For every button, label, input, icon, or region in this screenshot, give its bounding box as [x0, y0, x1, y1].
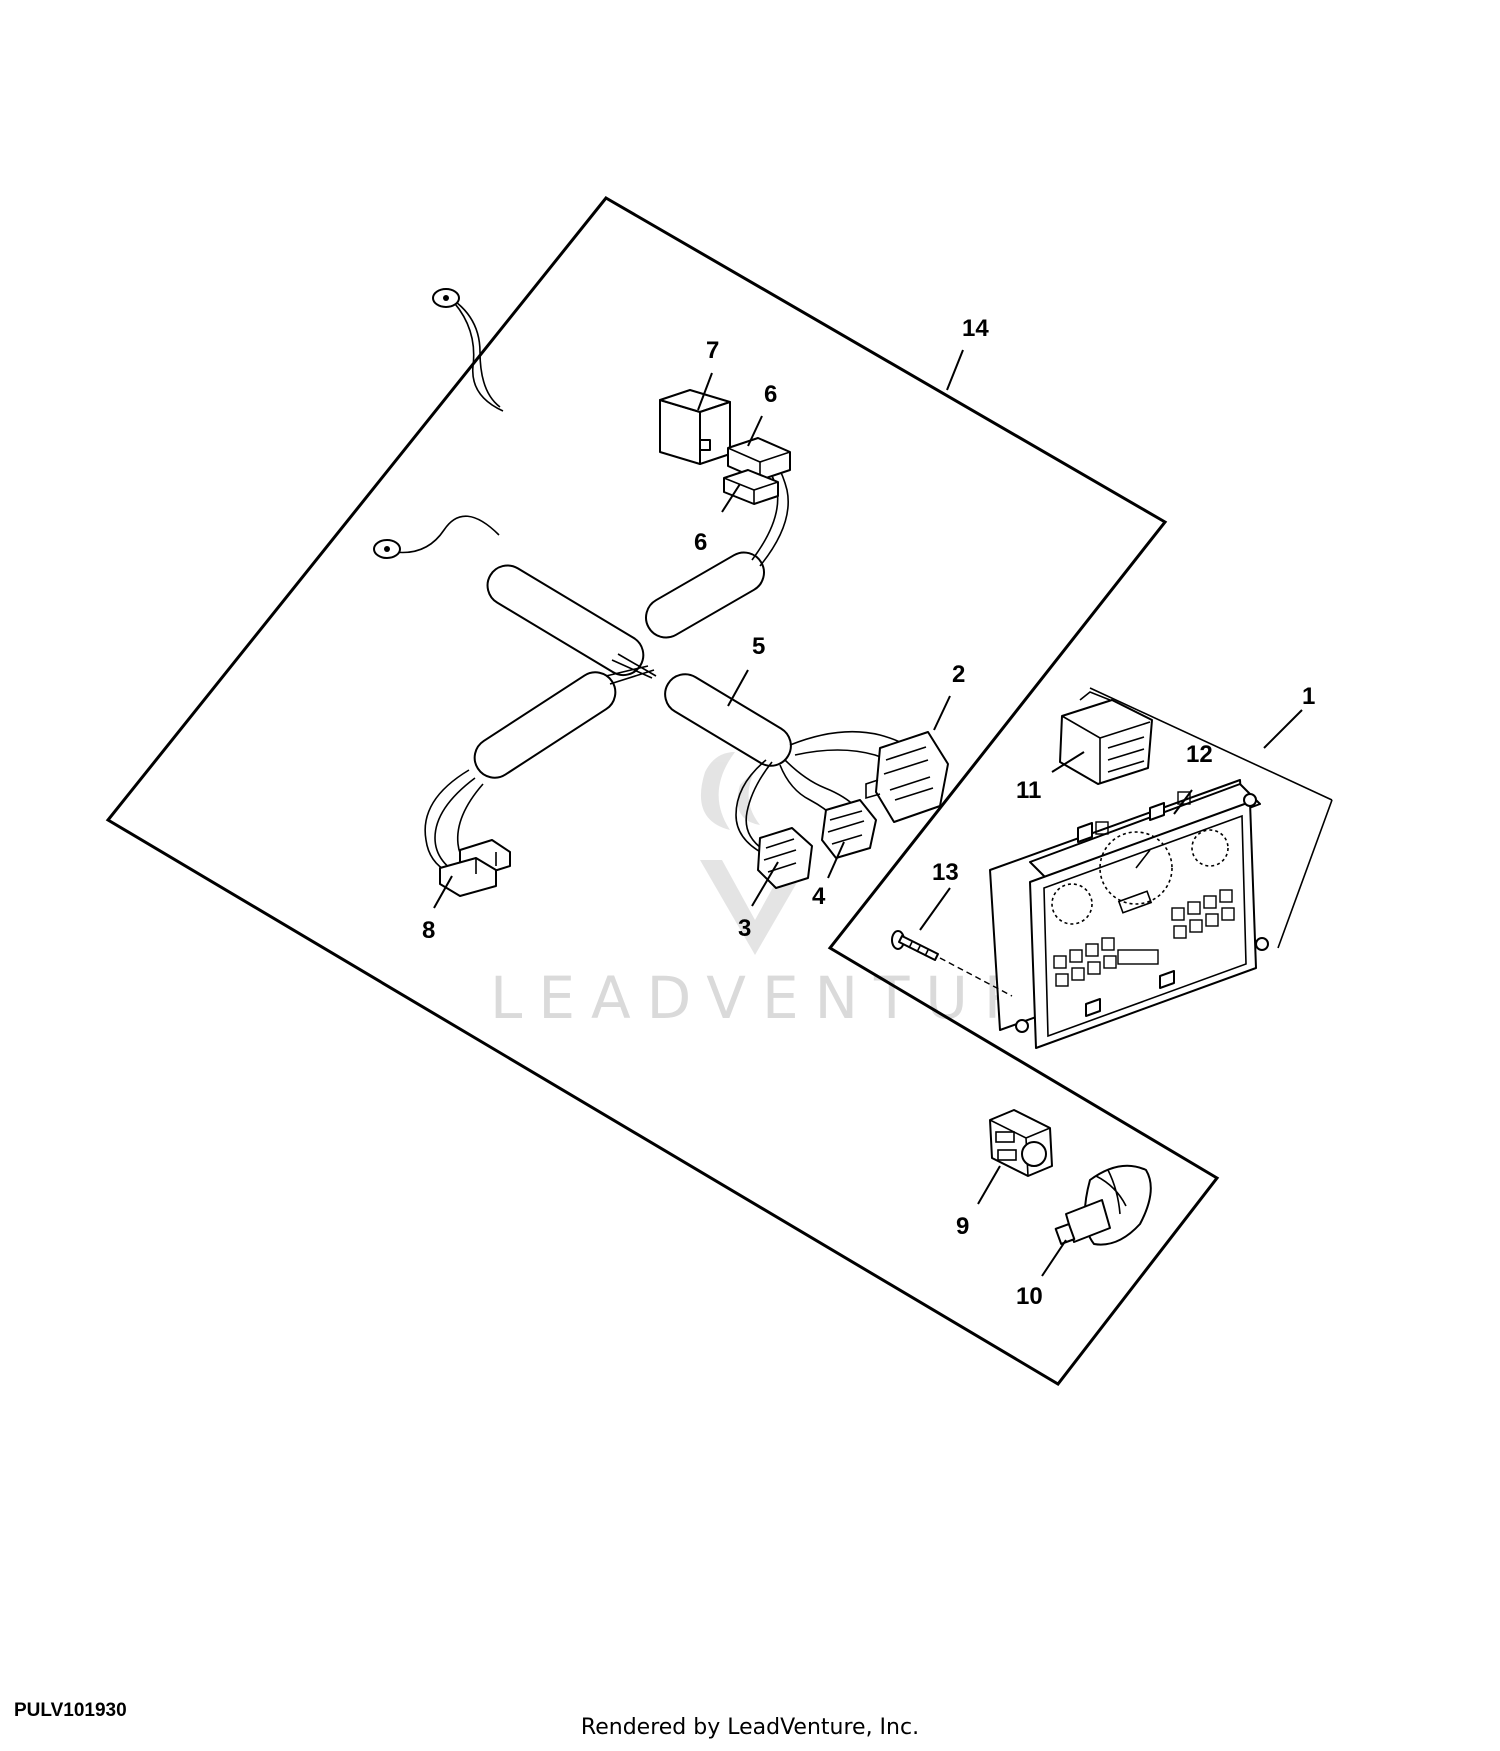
- relay-part: [659, 389, 731, 465]
- connector-part-3: [757, 827, 813, 889]
- lever-part-10: [1054, 1164, 1152, 1246]
- connector-part-8: [439, 839, 511, 897]
- connector-part-6: [723, 437, 791, 505]
- cluster-assembly-bracket: [1089, 687, 1333, 949]
- instrument-cluster-part: [989, 779, 1269, 1049]
- figure-id: PULV101930: [14, 1700, 127, 1721]
- callout-13: 13: [932, 859, 959, 886]
- callout-5: 5: [752, 633, 765, 660]
- watermark-text: LEADVENTURE: [490, 964, 1093, 1032]
- callout-2: 2: [952, 661, 965, 688]
- callout-1: 1: [1302, 683, 1315, 710]
- callout-4: 4: [812, 883, 826, 910]
- leader-lines: [433, 349, 1303, 1277]
- callout-10: 10: [1016, 1283, 1043, 1310]
- callout-11: 11: [1016, 777, 1041, 804]
- switch-part-9: [989, 1109, 1053, 1177]
- screw-part-13: [891, 930, 1013, 997]
- kit-outline: [105, 196, 1220, 1386]
- callout-6-top: 6: [764, 381, 777, 408]
- callout-8: 8: [422, 917, 435, 944]
- connector-part-2: [865, 731, 949, 823]
- leadventure-watermark: LEADVENTURE: [490, 752, 1093, 1032]
- callout-12: 12: [1186, 741, 1213, 768]
- callout-6-bottom: 6: [694, 529, 707, 556]
- harness-sleeve: [486, 564, 645, 677]
- connector-part-4: [821, 799, 877, 859]
- callout-9: 9: [956, 1213, 969, 1240]
- callout-14: 14: [962, 315, 989, 342]
- harness-sleeve: [645, 551, 765, 639]
- wiring-harness: [373, 288, 926, 881]
- render-credit: Rendered by LeadVenture, Inc.: [580, 1715, 920, 1740]
- callout-3: 3: [738, 915, 751, 942]
- connector-part-11: [1059, 691, 1153, 785]
- harness-sleeve: [473, 671, 617, 779]
- harness-sleeve: [664, 673, 792, 767]
- callout-7: 7: [706, 337, 719, 364]
